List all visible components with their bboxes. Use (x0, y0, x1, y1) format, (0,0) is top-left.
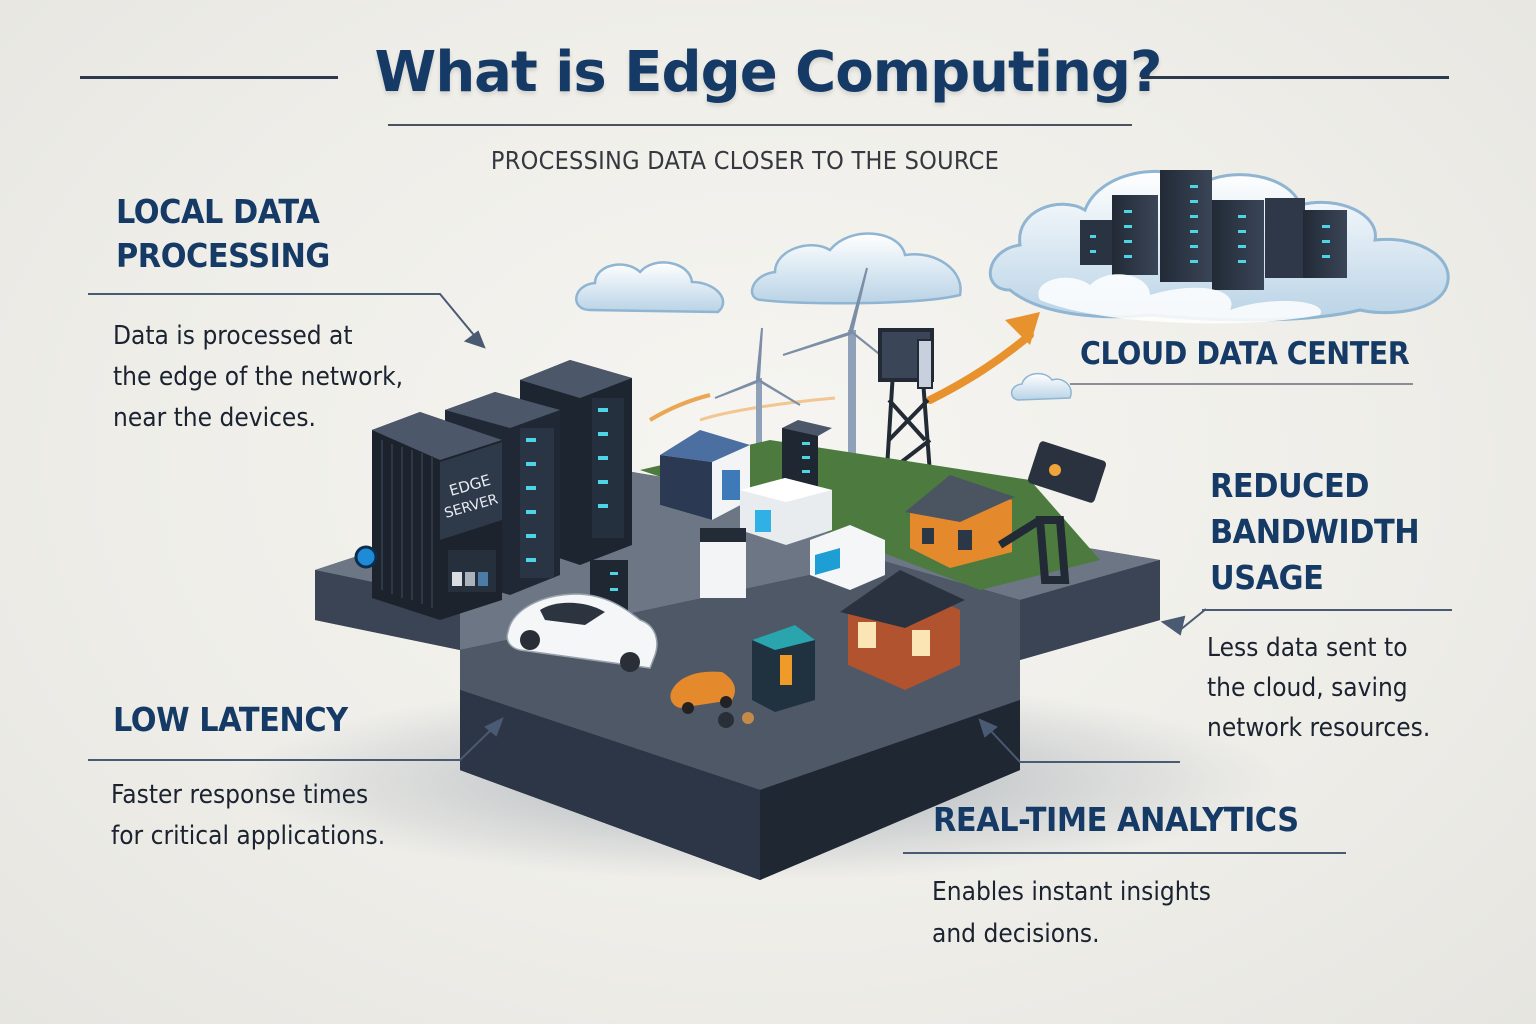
security-camera-icon (997, 441, 1107, 584)
brick-home-icon (840, 570, 965, 690)
title-underline (388, 124, 1132, 126)
cloud-icon (750, 232, 962, 305)
edge-server-icon (354, 360, 632, 620)
analytics-desc-line1: Enables instant insights (932, 877, 1211, 907)
local-processing-title-line1: LOCAL DATA (116, 192, 320, 231)
local-processing-desc-line3: near the devices. (113, 403, 316, 433)
wind-turbine-icon (714, 267, 894, 470)
latency-desc-line2: for critical applications. (111, 821, 386, 851)
cloud-title-rule (1070, 383, 1413, 385)
bandwidth-title-line2: BANDWIDTH (1210, 512, 1420, 551)
title-rule-left (80, 76, 338, 79)
cloud-data-center-icon (988, 169, 1450, 324)
bandwidth-desc-line3: network resources. (1207, 713, 1431, 743)
robot-icon (718, 712, 754, 728)
bandwidth-title-line1: REDUCED (1210, 466, 1369, 505)
analytics-desc-line2: and decisions. (932, 919, 1100, 949)
analytics-title-rule (903, 852, 1346, 854)
small-orange-car-icon (670, 671, 735, 714)
cloud-icon (1010, 372, 1072, 401)
cloud-data-center-title: CLOUD DATA CENTER (1080, 336, 1410, 372)
latency-title: LOW LATENCY (113, 700, 348, 739)
pointer-arrow-icon (88, 293, 1207, 763)
bandwidth-title-line3: USAGE (1210, 558, 1324, 597)
page-subtitle: PROCESSING DATA CLOSER TO THE SOURCE (490, 146, 1000, 175)
cloud-icon (575, 261, 725, 314)
local-processing-desc-line2: the edge of the network, (113, 362, 404, 392)
local-processing-title-line2: PROCESSING (116, 236, 330, 275)
cell-tower-icon (878, 328, 934, 501)
latency-desc-line1: Faster response times (111, 780, 369, 810)
bandwidth-title-rule (1202, 609, 1452, 611)
title-rule-right (1141, 76, 1449, 79)
bandwidth-desc-line1: Less data sent to (1207, 633, 1408, 663)
delivery-van-icon (810, 525, 885, 590)
data-flow-arrow-icon (926, 331, 1034, 404)
teal-kiosk-icon (752, 625, 815, 712)
analytics-title: REAL-TIME ANALYTICS (933, 800, 1299, 839)
local-processing-desc-line1: Data is processed at (113, 321, 353, 351)
bandwidth-desc-line2: the cloud, saving (1207, 673, 1408, 703)
page-title: What is Edge Computing? (374, 40, 1163, 105)
smart-device-icon (740, 478, 832, 545)
connected-car-icon (506, 593, 658, 672)
orange-house-icon (905, 475, 1015, 568)
factory-building-icon (660, 430, 750, 520)
kiosk-icon (590, 528, 746, 618)
